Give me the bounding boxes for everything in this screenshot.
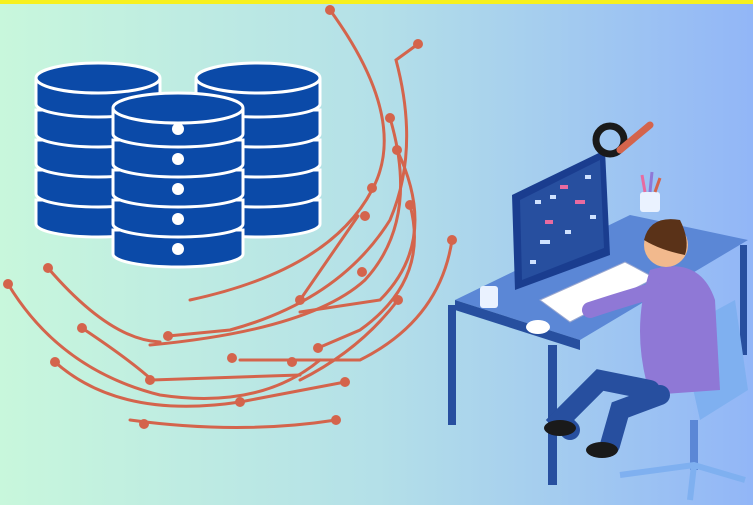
wrench-icon bbox=[616, 121, 654, 154]
status-dot bbox=[172, 243, 184, 255]
status-dot bbox=[172, 183, 184, 195]
developer-shirt bbox=[640, 266, 720, 395]
status-dot bbox=[172, 213, 184, 225]
database-stack-icon bbox=[34, 61, 322, 269]
status-dot bbox=[172, 123, 184, 135]
database-right-top bbox=[194, 61, 322, 95]
pencil-cup bbox=[640, 192, 660, 212]
desk-leg bbox=[448, 305, 456, 425]
database-left-top bbox=[34, 61, 162, 95]
monitor-screen bbox=[520, 160, 604, 280]
desk-scene bbox=[448, 121, 748, 501]
coffee-mug bbox=[480, 286, 498, 308]
database-front-top bbox=[111, 91, 245, 125]
top-border bbox=[0, 0, 753, 4]
circuit-lines bbox=[6, 8, 454, 429]
mouse bbox=[526, 320, 550, 334]
desk-leg bbox=[740, 245, 747, 355]
status-dot bbox=[172, 153, 184, 165]
gear-icon bbox=[592, 122, 628, 158]
circuit-nodes bbox=[3, 5, 457, 429]
